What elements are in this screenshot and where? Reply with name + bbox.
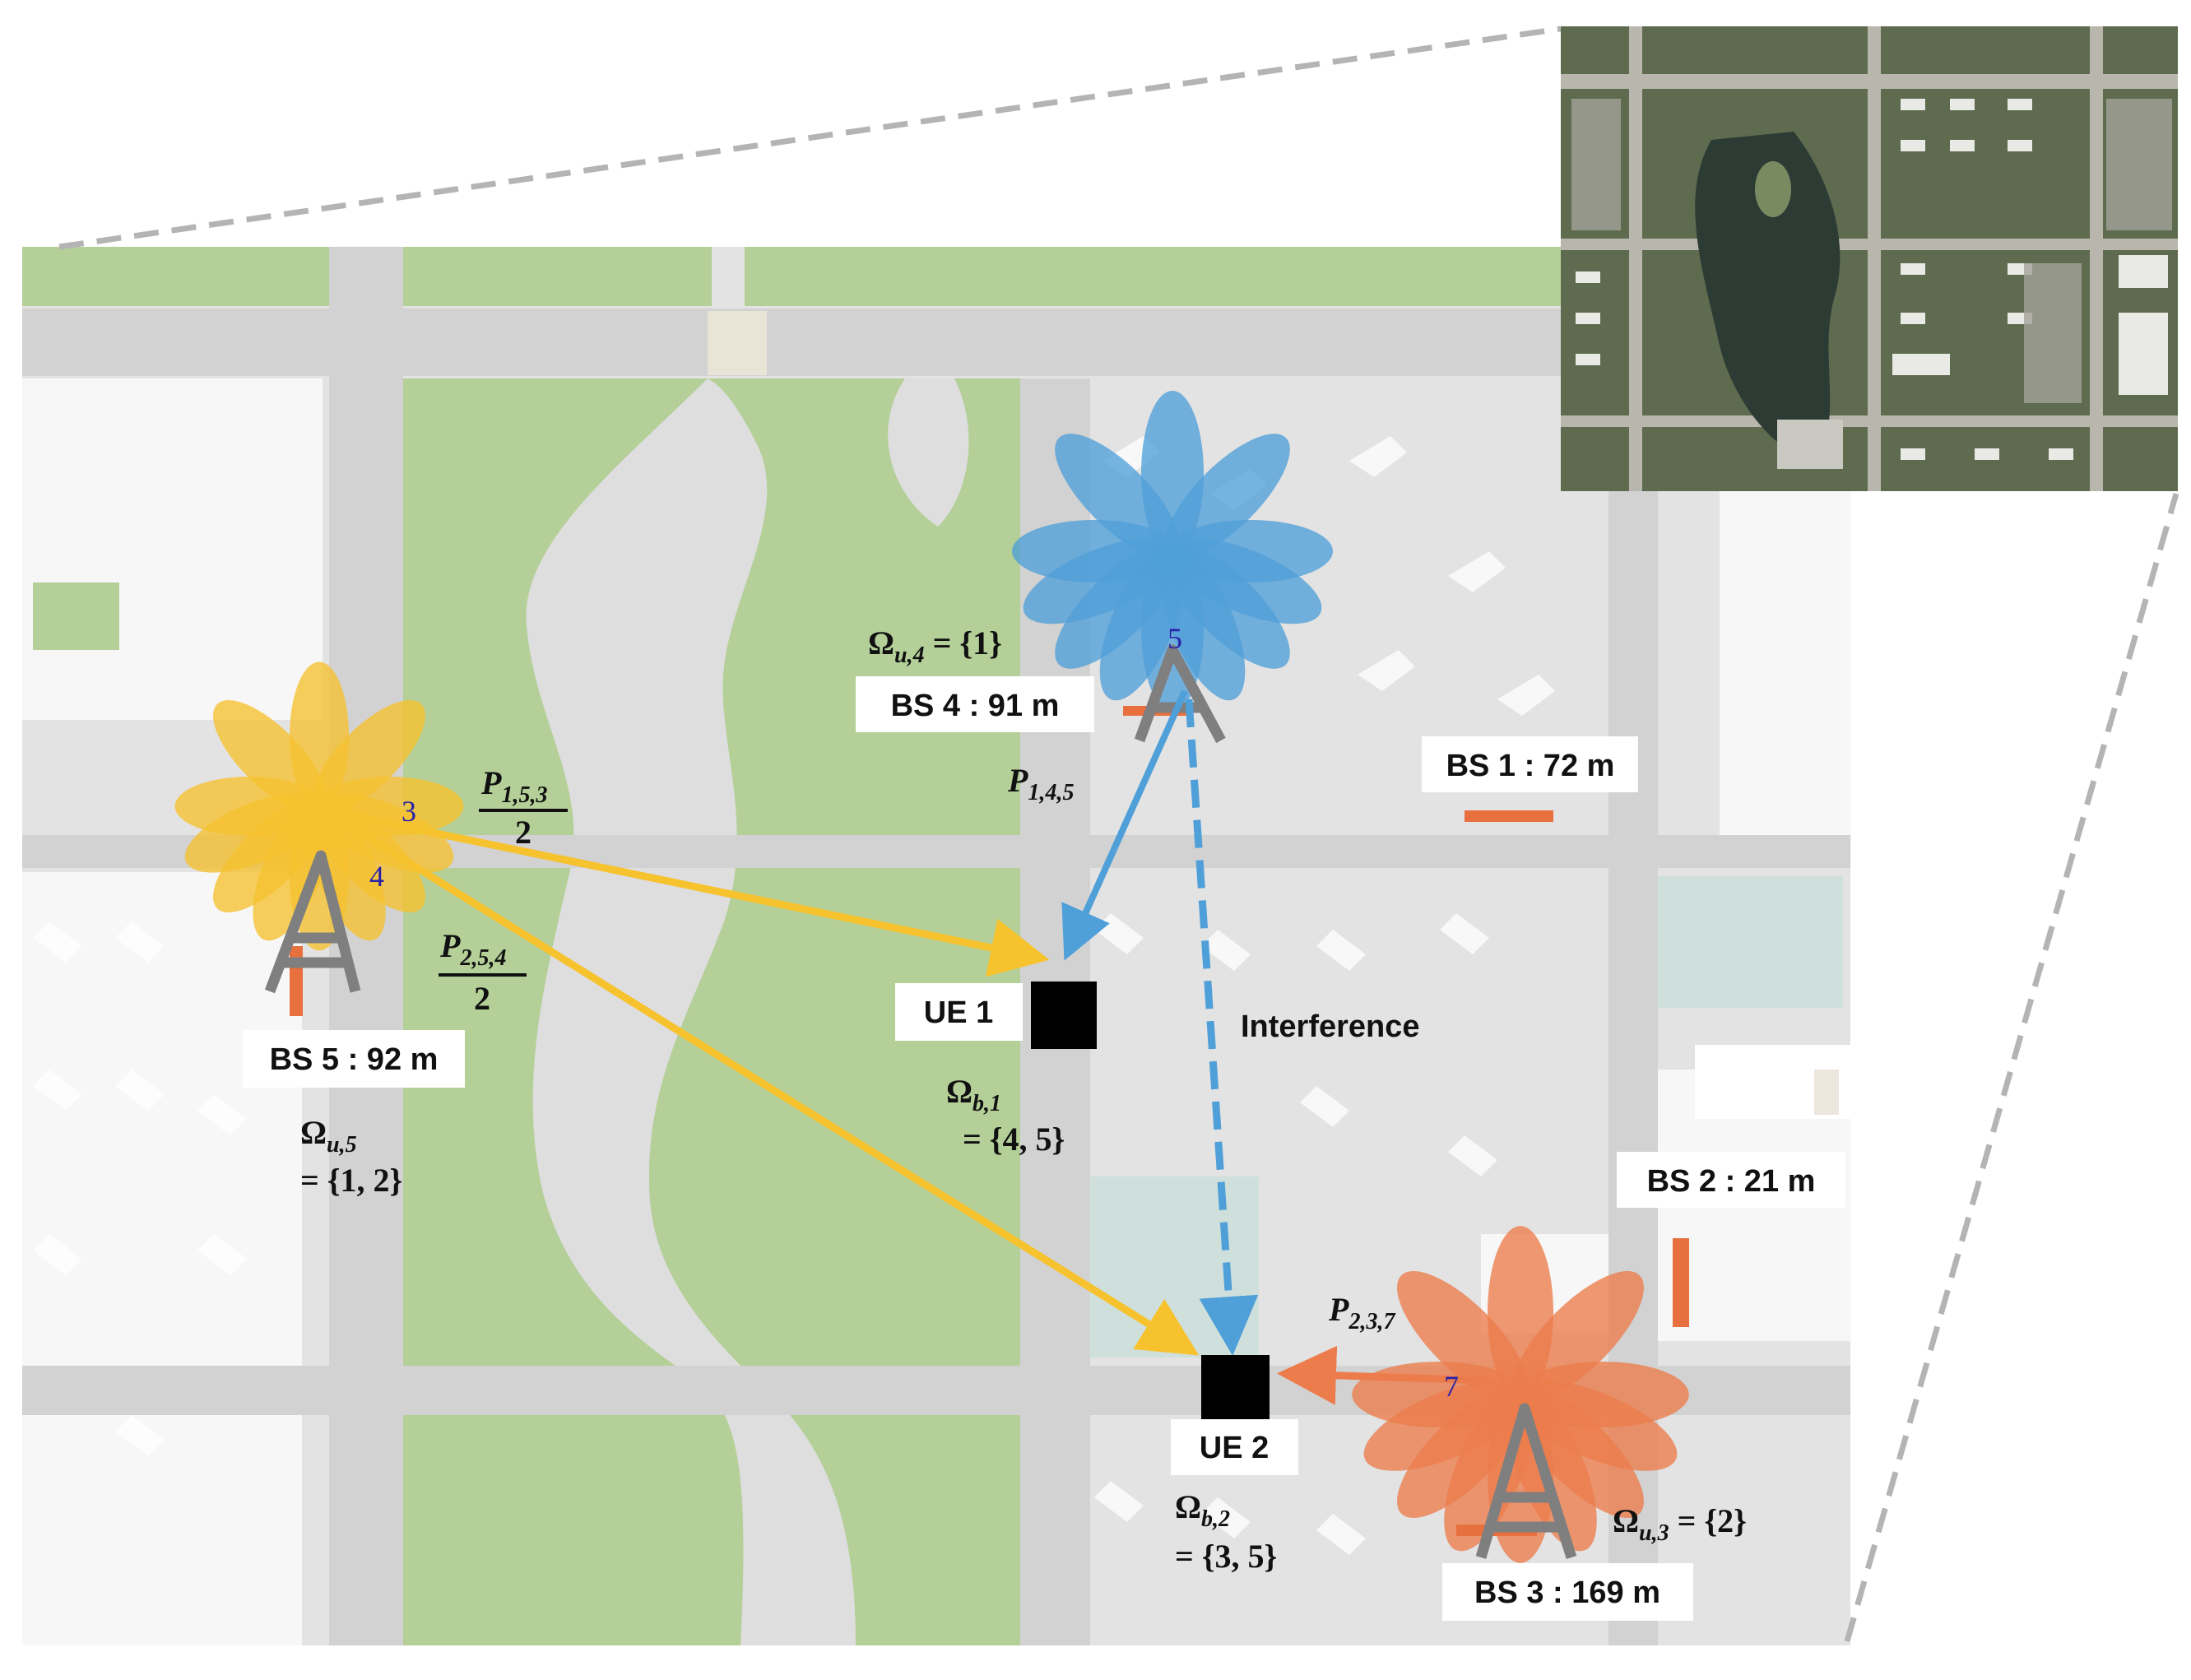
- omega-b1-set: = {4, 5}: [963, 1121, 1065, 1158]
- bs5-label: BS 5 : 92 m: [243, 1030, 465, 1088]
- svg-text:BS 4 : 91 m: BS 4 : 91 m: [891, 689, 1060, 723]
- beam-number: 7: [1444, 1370, 1459, 1403]
- beam-number: 3: [402, 795, 416, 828]
- bs1-label: BS 1 : 72 m: [1422, 736, 1638, 792]
- svg-text:UE 1: UE 1: [924, 995, 993, 1030]
- towers: [264, 644, 1577, 1559]
- svg-text:BS 1 : 72 m: BS 1 : 72 m: [1446, 749, 1615, 783]
- omega-b1-symbol: Ωb,1: [946, 1073, 1001, 1116]
- svg-text:BS 2 : 21 m: BS 2 : 21 m: [1647, 1164, 1816, 1199]
- bs2-antenna-bar: [1673, 1238, 1689, 1327]
- bs3-label: BS 3 : 169 m: [1442, 1563, 1693, 1621]
- zoom-guides: [58, 26, 2179, 1642]
- bs4-beam-pattern: [1012, 391, 1333, 712]
- omega-b2-set: = {3, 5}: [1175, 1538, 1277, 1575]
- bs1-antenna-bar: [1465, 810, 1553, 822]
- svg-text:BS 3 : 169 m: BS 3 : 169 m: [1474, 1576, 1660, 1610]
- ue1-device: [1031, 982, 1097, 1049]
- beam-lobe: [312, 700, 425, 814]
- p-1-5-3-fraction: P1,5,3 2: [479, 764, 568, 851]
- link-bs4-ue1: [1061, 689, 1188, 961]
- omega-u5-symbol: Ωu,5: [300, 1114, 357, 1158]
- beam-number: 4: [369, 860, 384, 893]
- beam-lobe: [1055, 434, 1180, 559]
- interference-link: [1185, 698, 1259, 1356]
- svg-text:UE 2: UE 2: [1200, 1431, 1269, 1465]
- links: [323, 689, 1490, 1405]
- beam-number: 5: [1167, 622, 1182, 655]
- p-1-4-5: P1,4,5: [1007, 762, 1074, 805]
- beam-lobe: [1023, 538, 1177, 624]
- bs5-antenna-bar: [290, 946, 303, 1016]
- beam-lobe: [1397, 1271, 1528, 1402]
- p-2-5-4-fraction: P2,5,4 2: [439, 927, 527, 1017]
- omega-b2-symbol: Ωb,2: [1175, 1488, 1230, 1532]
- svg-text:2: 2: [474, 980, 490, 1017]
- omega-u3: Ωu,3= {2}: [1613, 1502, 1747, 1546]
- svg-text:P1,5,3: P1,5,3: [480, 764, 547, 808]
- beam-lobe: [1363, 1381, 1526, 1471]
- link-bs3-ue2: [1277, 1345, 1490, 1405]
- ue2-label: UE 2: [1171, 1419, 1298, 1475]
- svg-text:BS 5 : 92 m: BS 5 : 92 m: [270, 1042, 439, 1077]
- beam-lobe: [1165, 434, 1290, 559]
- svg-text:2: 2: [515, 814, 532, 851]
- p-2-3-7: P2,3,7: [1328, 1291, 1395, 1334]
- ue1-label: UE 1: [895, 983, 1023, 1041]
- link-bs5-ue1: [324, 806, 1050, 977]
- tower-icon: [1475, 1403, 1577, 1559]
- link-bs5-ue2: [323, 807, 1200, 1356]
- bs4-label: BS 4 : 91 m: [856, 676, 1094, 732]
- interference-label: Interference: [1241, 1009, 1420, 1044]
- beam-lobe: [1513, 1271, 1644, 1402]
- tower-icon: [264, 850, 361, 994]
- omega-u4: Ωu,4= {1}: [868, 624, 1002, 668]
- beam-lobe: [184, 793, 324, 873]
- bs5-beam-pattern: [174, 661, 464, 951]
- ue2-device: [1201, 1355, 1270, 1423]
- bs2-label: BS 2 : 21 m: [1617, 1152, 1845, 1208]
- svg-text:P2,5,4: P2,5,4: [439, 927, 506, 971]
- omega-u5-set: = {1, 2}: [300, 1162, 402, 1199]
- satellite-inset: [1561, 26, 2178, 491]
